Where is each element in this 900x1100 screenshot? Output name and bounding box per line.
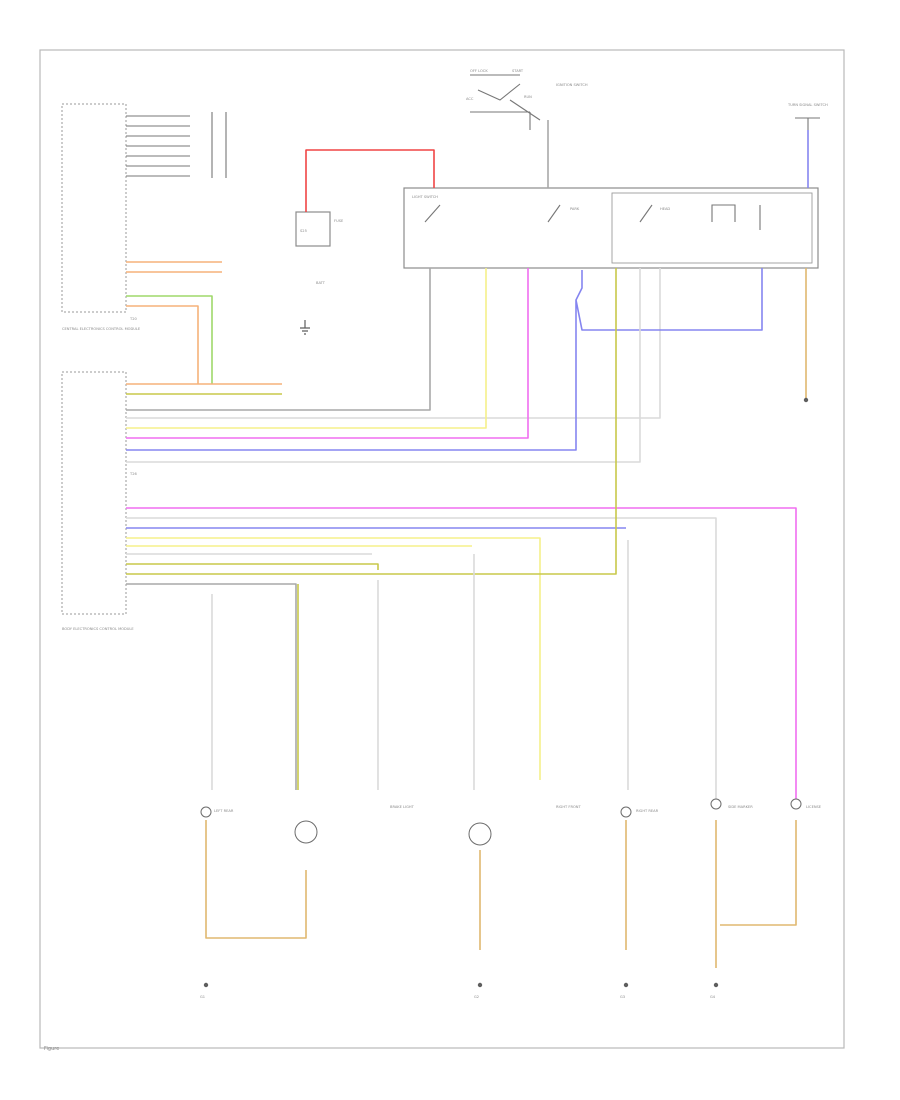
- ground-label-g1: G1: [200, 995, 205, 999]
- wire-grey-1: [126, 268, 431, 411]
- lower-module-conn: T26: [129, 472, 137, 476]
- ign-start: START: [512, 69, 524, 73]
- wire-grey-2: [126, 268, 661, 419]
- wire-yellow-2: [126, 537, 541, 780]
- upper-module-pin-stubs: [126, 112, 227, 178]
- label-right-brake: RIGHT FRONT: [556, 805, 581, 809]
- lamp-left-marker: [710, 798, 722, 810]
- battery-ground-symbol: [300, 320, 310, 335]
- lower-module-label: BODY ELECTRONICS CONTROL MODULE: [62, 627, 134, 631]
- wires: [126, 120, 809, 968]
- grounds: G1 G2 G3 G4: [200, 397, 809, 999]
- wire-grey-7: [211, 540, 629, 790]
- wire-pink-1: [126, 268, 529, 439]
- light-switch-box: LIGHT SWITCH PARK HEAD: [403, 187, 819, 269]
- wire-olive-1: [126, 268, 617, 575]
- ground-dot-g1: [203, 982, 209, 988]
- label-right-tail: RIGHT REAR: [636, 809, 659, 813]
- wire-grey-6: [126, 583, 297, 790]
- lower-control-module: BODY ELECTRONICS CONTROL MODULE T26: [61, 371, 137, 631]
- ground-label-g2: G2: [474, 995, 479, 999]
- lamp-labels: LEFT REAR BRAKE LIGHT RIGHT FRONT RIGHT …: [214, 805, 822, 813]
- wire-blue-1: [126, 268, 763, 451]
- turn-signal-label: TURN SIGNAL SWITCH: [787, 103, 828, 107]
- light-switch-label: LIGHT SWITCH: [412, 195, 438, 199]
- park-label: PARK: [570, 207, 580, 211]
- ground-label-g3: G3: [620, 995, 625, 999]
- label-left-marker: SIDE MARKER: [728, 805, 753, 809]
- fuse-tag: S25: [300, 229, 307, 233]
- ground-dot-g2: [477, 982, 483, 988]
- label-left-brake: BRAKE LIGHT: [390, 805, 415, 809]
- lamp-right-marker: [790, 798, 802, 810]
- ign-off-lock: OFF LOCK: [470, 69, 488, 73]
- wire-orange-3: [126, 305, 199, 384]
- ign-run: RUN: [524, 95, 532, 99]
- label-left-tail: LEFT REAR: [214, 809, 234, 813]
- wire-yellow-1: [126, 268, 487, 429]
- lamp-left-tail: [200, 806, 212, 818]
- ignition-switch: IGNITION SWITCH OFF LOCK START ACC RUN: [466, 69, 588, 130]
- wire-grey-4: [126, 517, 717, 800]
- wire-pink-2: [126, 507, 797, 800]
- wire-tan-ground-left: [205, 820, 307, 939]
- upper-control-module: CENTRAL ELECTRONICS CONTROL MODULE T20: [61, 103, 227, 331]
- fuse-label: FUSE: [334, 219, 344, 223]
- ground-dot-rs: [803, 397, 809, 403]
- lamp-right-tail: [620, 806, 632, 818]
- lamps: [200, 798, 802, 846]
- turn-signal-switch: TURN SIGNAL SWITCH: [787, 103, 828, 130]
- battery-label: BATT: [316, 281, 326, 285]
- label-right-marker: LICENSE: [806, 805, 822, 809]
- ign-acc: ACC: [466, 97, 474, 101]
- wire-green-1: [126, 295, 213, 384]
- head-label: HEAD: [660, 207, 670, 211]
- ground-dot-g4: [713, 982, 719, 988]
- wire-tan-ground-far: [715, 820, 797, 968]
- fuse-block: FUSE S25 BATT: [295, 211, 344, 335]
- ignition-label: IGNITION SWITCH: [556, 83, 588, 87]
- ground-dot-g3: [623, 982, 629, 988]
- wire-grey-3: [126, 268, 641, 463]
- wire-red: [305, 149, 435, 212]
- lamp-right-brake: [468, 822, 492, 846]
- upper-module-label: CENTRAL ELECTRONICS CONTROL MODULE: [62, 327, 141, 331]
- ground-label-g4: G4: [710, 995, 716, 999]
- figure-label: Figure: [44, 1046, 59, 1052]
- diagram-frame: [39, 49, 845, 1049]
- upper-module-conn: T20: [129, 317, 137, 321]
- lamp-left-brake: [294, 820, 318, 844]
